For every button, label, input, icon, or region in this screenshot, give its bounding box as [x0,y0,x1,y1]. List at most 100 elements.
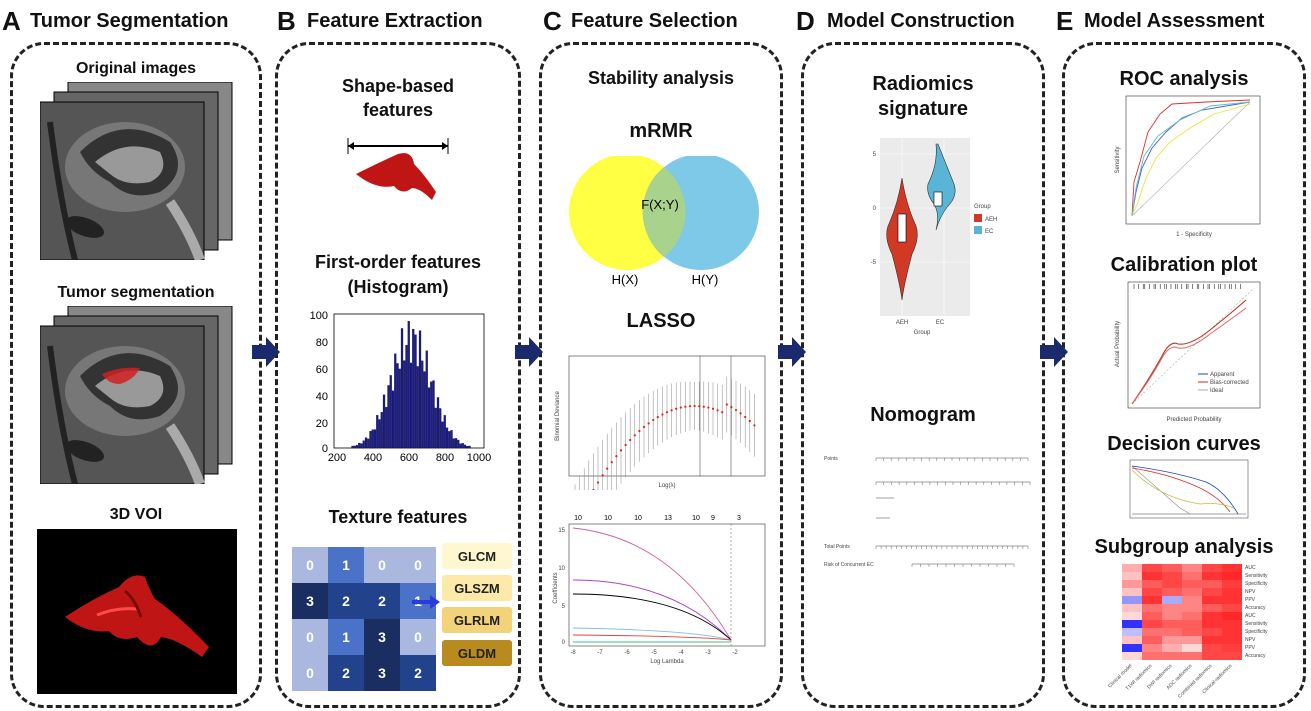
heatmap-cell [1182,628,1202,636]
histogram-bar [450,430,453,449]
histogram-bar [364,437,368,449]
heatmap-cell [1222,612,1242,620]
flow-arrow-icon [252,337,280,367]
3d-voi-label: 3D VOI [109,506,163,523]
heatmap-cell [1122,572,1142,580]
glcm-matrix: 0100322101300232 [292,547,436,691]
heatmap-row-label: PPV [1245,645,1256,651]
cv-point [725,403,728,406]
matrix-cell: 2 [328,583,364,619]
coef-top-tick: 9 [711,515,715,522]
heatmap-row-label: PPV [1245,597,1256,603]
flow-arrow-icon [778,337,806,367]
matrix-cell: 0 [400,547,436,583]
heatmap-row-label: Specificity [1245,629,1268,635]
heatmap-cell [1222,588,1242,596]
hx-label: H(X) [612,272,639,287]
histogram-bar [376,415,379,449]
heatmap-cell [1182,580,1202,588]
histogram-bar [457,439,460,449]
histogram-bar [459,443,462,449]
badge-gldm: GLDM [442,640,512,666]
histogram-bar [466,445,469,449]
matrix-cell: 0 [292,655,328,691]
heatmap-cell [1142,596,1162,604]
heatmap-cell [1122,604,1142,612]
texture-features-title: Texture features [328,507,468,527]
hist-y-tick: 100 [310,310,328,322]
coef-top-tick: 10 [634,515,642,522]
coef-x-tick: -3 [705,650,711,656]
heatmap-cell [1202,620,1222,628]
histogram-bar [371,429,374,449]
histogram-bar [355,445,359,449]
heatmap-cell [1142,628,1162,636]
histogram-bar [358,442,361,449]
coef-x-tick: -6 [624,650,630,656]
heatmap-row-label: Sensitivity [1245,621,1268,627]
histogram-bar [441,421,444,449]
heatmap-cell [1142,644,1162,652]
histogram-bar [385,407,388,449]
heatmap-cell [1142,612,1162,620]
histogram-bar [416,366,419,449]
panel-letter-a: A [2,6,21,36]
heatmap-row-label: AUC [1245,613,1256,619]
matrix-cell: 1 [328,547,364,583]
histogram-bar [387,385,390,449]
badge-glrlm: GLRLM [442,607,512,633]
heatmap-cell [1162,604,1182,612]
violin-legend-label: AEH [985,217,997,223]
violin-y-tick: 5 [873,152,877,158]
violin-x-tick: AEH [896,320,908,326]
nomogram-row-label: Risk of Concurrent EC [824,562,874,568]
hist-y-tick: 40 [316,391,328,403]
heatmap-cell [1162,636,1182,644]
matrix-cell: 1 [328,619,364,655]
histogram-bar [407,321,410,449]
coef-top-tick: 10 [692,515,700,522]
histogram-bar [400,328,404,449]
coef-y-tick: 10 [558,566,565,572]
heatmap-cell [1162,628,1182,636]
heatmap-cell [1222,580,1242,588]
roc-chart: 1 - Specificity Sensitivity [1115,95,1261,238]
heatmap-cell [1162,572,1182,580]
heatmap-cell [1222,604,1242,612]
cv-point [629,438,632,442]
histogram-bar [454,438,458,449]
shape-diagram [347,138,449,200]
panel-letter-b: B [277,6,296,36]
violin-y-tick: 0 [873,206,877,212]
heatmap-cell [1182,564,1202,572]
cv-point [716,409,719,412]
badge-glcm: GLCM [442,543,512,569]
heatmap-cell [1182,596,1202,604]
mri-stack-segmentation [40,306,233,484]
histogram-bar [430,381,433,449]
panel-title-e: Model Assessment [1084,10,1265,32]
coef-top-tick: 13 [664,515,672,522]
histogram-chart: 100 80 60 40 20 0 200 400 600 800 1000 [310,310,492,464]
heatmap-cell [1222,628,1242,636]
cv-point [624,443,627,447]
histogram-bar [351,445,354,449]
heatmap-cell [1222,620,1242,628]
heatmap-cell [1182,612,1202,620]
cv-point [615,455,618,458]
matrix-cell: 2 [400,655,436,691]
heatmap-cell [1202,572,1222,580]
violin-xlabel: Group [914,330,931,336]
histogram-bar [396,363,399,449]
cv-point [744,415,747,419]
heatmap-cell [1162,596,1182,604]
heatmap-cell [1222,572,1242,580]
panel-title-d: Model Construction [827,10,1015,32]
cv-point [675,407,678,410]
heatmap-cell [1202,588,1222,596]
cal-legend-label: Ideal [1210,388,1223,394]
mrmr-title: mRMR [629,120,693,142]
heatmap-cell [1162,644,1182,652]
